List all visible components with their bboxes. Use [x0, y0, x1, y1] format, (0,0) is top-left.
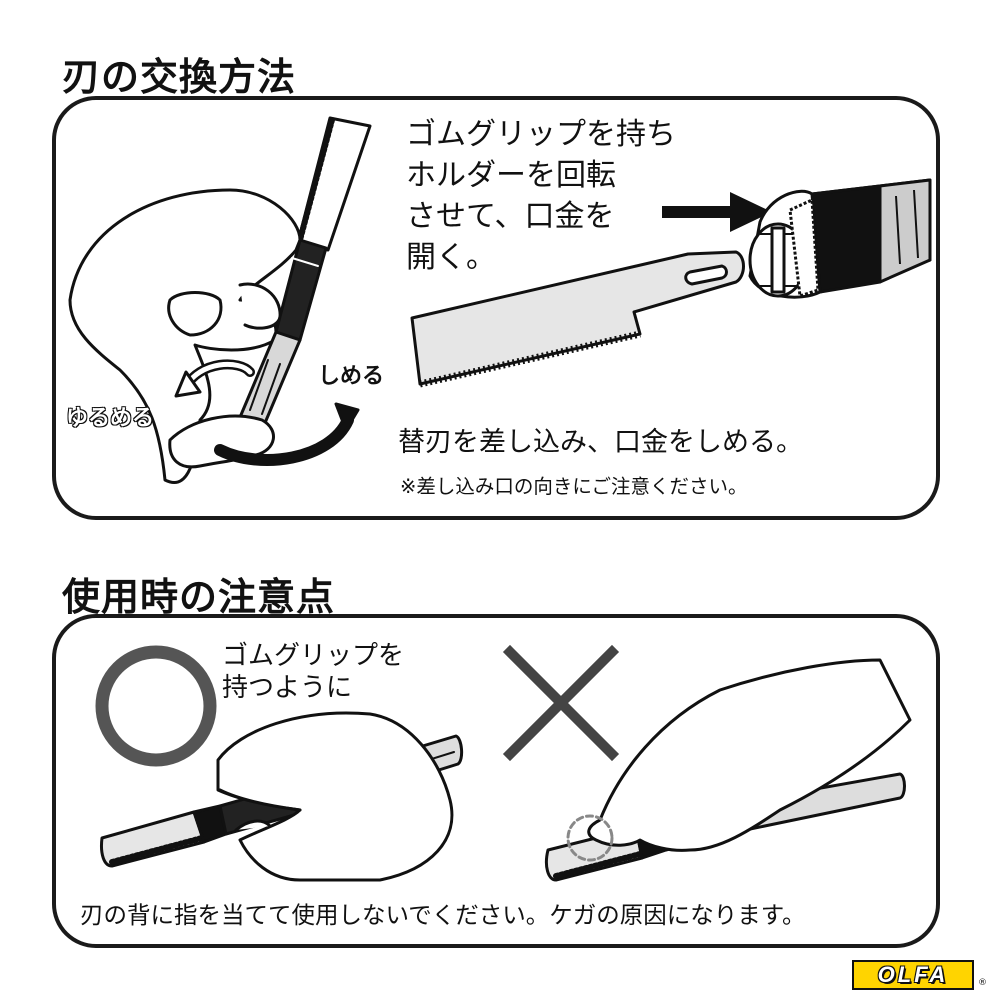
note-line: ゴムグリップを — [222, 641, 405, 671]
hand-holding-saw-illustration — [68, 116, 372, 484]
instruction-line: 開く。 — [406, 240, 496, 275]
tighten-label: しめる — [318, 364, 385, 389]
loosen-label: ゆるめる — [65, 405, 155, 431]
insert-blade-instruction: 替刃を差し込み、口金をしめる。 — [398, 427, 803, 458]
section-title-blade-replacement: 刃の交換方法 — [62, 55, 297, 99]
insert-direction-note: ※差し込み口の向きにご注意ください。 — [400, 475, 748, 498]
correct-grip-illustration — [100, 711, 464, 882]
registered-mark: ® — [978, 978, 987, 988]
cross-incorrect-icon — [502, 644, 620, 762]
section-title-usage-precautions: 使用時の注意点 — [62, 575, 336, 619]
finger-warning: 刃の背に指を当てて使用しないでください。ケガの原因になります。 — [80, 901, 806, 929]
correct-grip-note: ゴムグリップを 持つように — [222, 640, 404, 704]
olfa-logo: OLFA — [852, 960, 974, 990]
arrow-right-icon — [662, 192, 772, 232]
instruction-line: させて、口金を — [406, 199, 615, 234]
saw-blade-illustration — [410, 250, 745, 388]
open-chuck-instruction: ゴムグリップを持ち ホルダーを回転 させて、口金を 開く。 — [406, 114, 676, 278]
circle-correct-icon — [95, 645, 217, 767]
incorrect-grip-illustration — [544, 658, 912, 882]
note-line: 持つように — [222, 673, 353, 703]
holder-chuck-illustration — [748, 178, 932, 299]
instruction-line: ゴムグリップを持ち — [406, 117, 676, 152]
instruction-line: ホルダーを回転 — [406, 158, 616, 193]
